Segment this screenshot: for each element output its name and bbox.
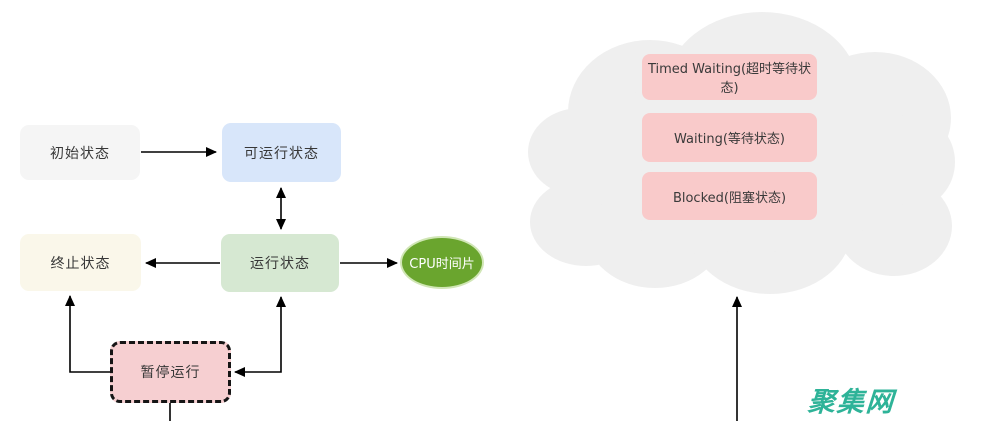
edge-paused-running-two-way bbox=[234, 296, 286, 377]
node-terminated-state: 终止状态 bbox=[20, 234, 141, 291]
node-runnable-state: 可运行状态 bbox=[222, 123, 341, 182]
node-runnable-state-label: 可运行状态 bbox=[244, 145, 319, 162]
cloud-state-waiting-label: Waiting(等待状态) bbox=[674, 132, 785, 147]
site-watermark: 聚集网 bbox=[806, 387, 896, 418]
node-cpu-time-slice-label: CPU时间片 bbox=[409, 257, 475, 272]
node-terminated-state-label: 终止状态 bbox=[50, 255, 111, 272]
node-cpu-time-slice: CPU时间片 bbox=[402, 238, 482, 287]
node-running-state-label: 运行状态 bbox=[250, 256, 310, 272]
node-running-state: 运行状态 bbox=[221, 234, 339, 292]
node-initial-state-label: 初始状态 bbox=[50, 145, 110, 162]
node-paused-state-label: 暂停运行 bbox=[140, 365, 201, 381]
node-paused-state: 暂停运行 bbox=[110, 341, 231, 403]
cloud-state-timed-waiting-label: Timed Waiting(超时等待状态) bbox=[647, 62, 812, 96]
edge-paused-to-terminated bbox=[65, 295, 110, 373]
cloud-state-timed-waiting: Timed Waiting(超时等待状态) bbox=[642, 54, 817, 100]
node-initial-state: 初始状态 bbox=[20, 125, 140, 180]
cloud-state-waiting: Waiting(等待状态) bbox=[642, 113, 817, 162]
cloud-state-blocked-label: Blocked(阻塞状态) bbox=[672, 190, 787, 206]
cloud-state-blocked: Blocked(阻塞状态) bbox=[642, 172, 817, 220]
